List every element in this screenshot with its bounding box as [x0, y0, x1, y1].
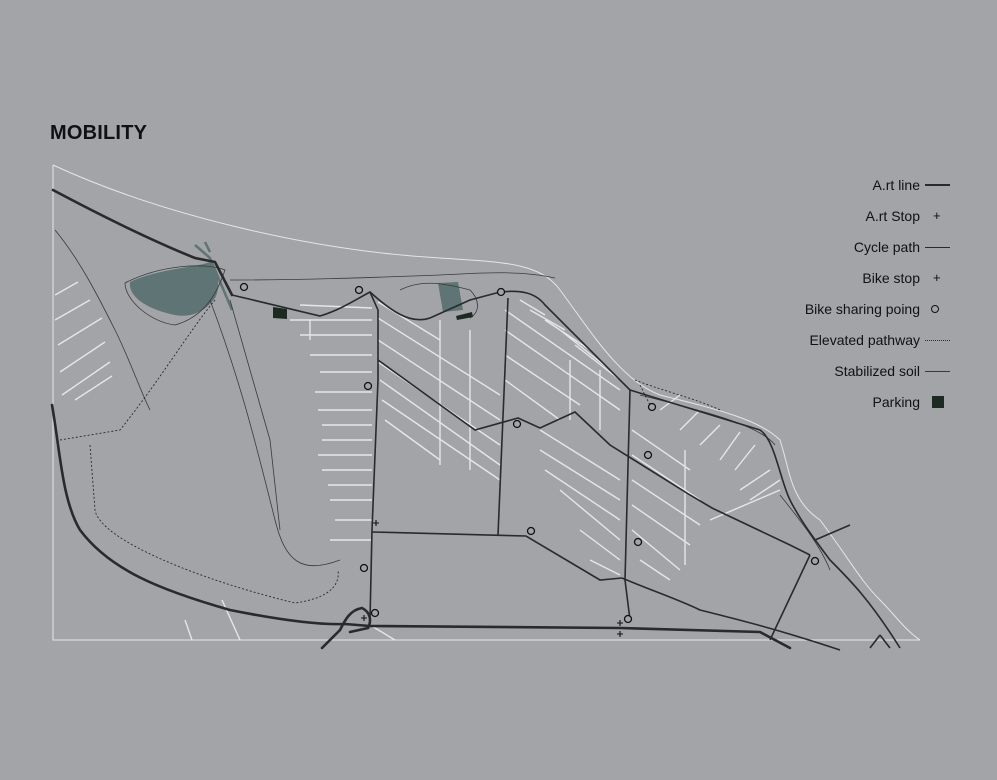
legend-item-bike-stop: Bike stop + [862, 267, 950, 289]
legend-label: Parking [872, 394, 920, 410]
thin-line-icon [922, 360, 950, 382]
parking-2 [456, 312, 473, 320]
thick-line-icon [922, 174, 950, 196]
parking-lots [273, 307, 473, 320]
bike-share-point [363, 381, 373, 391]
legend-item-art-stop: A.rt Stop + [866, 205, 950, 227]
cross-icon: + [933, 208, 941, 223]
stabilized-soil [54, 229, 831, 571]
art-stop [361, 615, 367, 621]
square-icon [922, 391, 950, 413]
water-bodies [129, 241, 463, 316]
bike-share-point [526, 526, 536, 536]
bike-stop [373, 520, 379, 526]
legend-item-stabilized-soil: Stabilized soil [834, 360, 950, 382]
cross-icon: + [933, 270, 941, 285]
legend-item-cycle-path: Cycle path [854, 236, 950, 258]
parking-1 [273, 307, 287, 319]
legend-label: Elevated pathway [809, 332, 920, 348]
line-icon [922, 236, 950, 258]
bike-share-point [370, 608, 380, 618]
legend-label: Stabilized soil [834, 363, 920, 379]
bike-share-point [633, 537, 643, 547]
bike-share-point [359, 563, 369, 573]
bike-share-point [512, 419, 522, 429]
elevated-pathway [59, 299, 721, 604]
bike-share-point [496, 287, 506, 297]
art-stop [617, 620, 623, 626]
cycle-paths [231, 290, 901, 651]
legend-item-elevated-pathway: Elevated pathway [809, 329, 950, 351]
bike-sharing-points [239, 282, 820, 624]
legend-item-parking: Parking [873, 391, 950, 413]
legend-item-bike-sharing: Bike sharing poing [805, 298, 950, 320]
lake-east [438, 282, 463, 312]
dotted-line-icon [922, 329, 950, 351]
street-grid [54, 281, 781, 641]
legend-label: A.rt line [872, 177, 920, 193]
legend-label: A.rt Stop [865, 208, 920, 224]
lake-west [129, 262, 219, 316]
bike-share-point [810, 556, 820, 566]
bike-share-point [647, 402, 657, 412]
circle-icon [922, 298, 950, 320]
bike-stop [617, 631, 623, 637]
art-line [50, 188, 792, 650]
map-title: MOBILITY [50, 122, 148, 144]
stops [361, 520, 623, 637]
legend-item-art-line: A.rt line [873, 174, 950, 196]
bike-share-point [623, 614, 633, 624]
legend-label: Bike stop [862, 270, 920, 286]
legend-label: Cycle path [853, 239, 920, 255]
site-boundary [52, 164, 921, 641]
bike-share-point [354, 285, 364, 295]
bike-share-point [239, 282, 249, 292]
legend-label: Bike sharing poing [804, 301, 920, 317]
bike-share-point [643, 450, 653, 460]
